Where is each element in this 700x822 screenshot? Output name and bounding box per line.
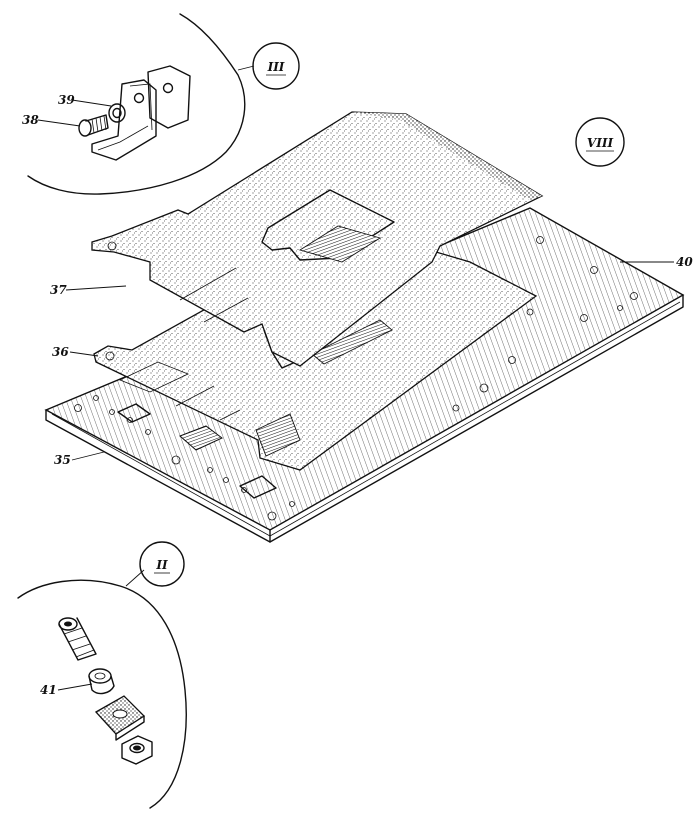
detail-iii-boundary: [27, 13, 246, 195]
leader-41: [57, 683, 93, 691]
view-viii-text: VIII: [587, 136, 614, 150]
detail-iii-text: III: [267, 60, 285, 74]
detail-ii-leader: [125, 569, 145, 587]
detail-ii-group: II 41: [17, 541, 187, 809]
detail-ii-text: II: [155, 558, 168, 572]
insulation-sheet-36: [93, 251, 538, 471]
label-36: 36: [52, 345, 69, 359]
ring-41: [88, 668, 115, 695]
base-holes: [74, 236, 638, 521]
square-washer: [94, 695, 146, 741]
bracket-part: [91, 65, 191, 161]
view-viii-circle: [575, 117, 625, 167]
washer-39: [108, 103, 126, 123]
detail-iii-circle: [252, 42, 300, 90]
label-39: 39: [58, 93, 75, 107]
label-37: 37: [50, 283, 67, 297]
label-41: 41: [40, 683, 57, 697]
detail-ii-circle: [139, 541, 185, 587]
detail-ii-boundary: [17, 579, 187, 809]
leader-38: [37, 119, 81, 127]
detail-iii-leader: [237, 65, 255, 71]
view-viii-group: VIII: [575, 117, 625, 167]
leader-39: [71, 99, 112, 107]
insulation-sheet-37: [91, 111, 544, 367]
threaded-stud: [58, 617, 97, 661]
detail-iii-group: III 39 38: [22, 13, 300, 195]
hex-nut: [121, 735, 153, 765]
leader-35: [71, 451, 105, 461]
leader-37: [65, 285, 127, 291]
screw-38: [78, 114, 109, 137]
label-35: 35: [54, 453, 71, 467]
label-38: 38: [22, 113, 39, 127]
label-40: 40: [676, 255, 693, 269]
leader-36: [69, 351, 99, 357]
